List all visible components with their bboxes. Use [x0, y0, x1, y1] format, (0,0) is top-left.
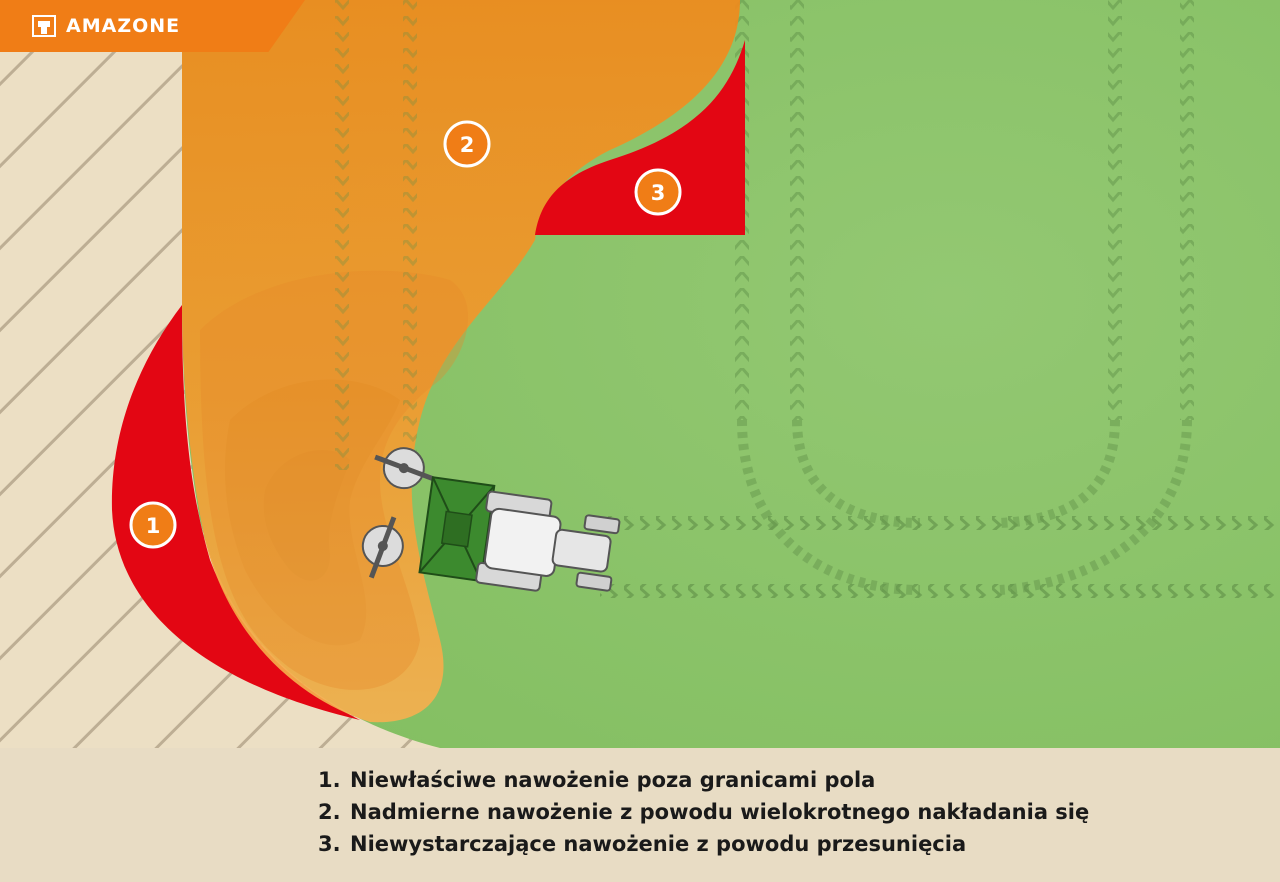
- spreader-disc-icon: [361, 516, 404, 579]
- marker-2: 2: [443, 120, 491, 168]
- fertilizer-hopper-icon: [418, 476, 496, 583]
- overlap-contours: [200, 270, 469, 690]
- svg-text:1: 1: [146, 514, 161, 538]
- brand-name: AMAZONE: [66, 15, 181, 37]
- outside-spread-zone: [111, 305, 360, 720]
- legend-number: 2.: [318, 800, 341, 824]
- svg-text:3: 3: [651, 181, 666, 205]
- legend-item: 2. Nadmierne nawożenie z powodu wielokrot…: [318, 796, 1280, 828]
- legend-text: Niewystarczające nawożenie z powodu prze…: [350, 832, 967, 856]
- legend-text: Niewłaściwe nawożenie poza granicami pol…: [350, 768, 876, 792]
- spreader-disc-icon: [374, 447, 437, 490]
- overlap-zone: [182, 0, 740, 723]
- legend-text: Nadmierne nawożenie z powodu wielokrotne…: [350, 800, 1090, 824]
- underdose-zone: [535, 40, 745, 235]
- tractor-with-spreader: [361, 447, 621, 592]
- legend-number: 3.: [318, 832, 341, 856]
- overlap-tracks: [335, 0, 417, 470]
- brand-logo-bar: AMAZONE: [0, 0, 305, 52]
- svg-text:2: 2: [460, 133, 475, 157]
- legend-item: 3. Niewystarczające nawożenie z powodu pr…: [318, 828, 1280, 860]
- legend: 1. Niewłaściwe nawożenie poza granicami p…: [0, 748, 1280, 882]
- marker-3: 3: [634, 168, 682, 216]
- field-diagram: 1 2 3: [0, 0, 1280, 748]
- amazone-logo-icon: [32, 15, 56, 37]
- legend-item: 1. Niewłaściwe nawożenie poza granicami p…: [318, 764, 1280, 796]
- tractor-icon: [475, 490, 621, 592]
- marker-1: 1: [129, 501, 177, 549]
- legend-number: 1.: [318, 768, 341, 792]
